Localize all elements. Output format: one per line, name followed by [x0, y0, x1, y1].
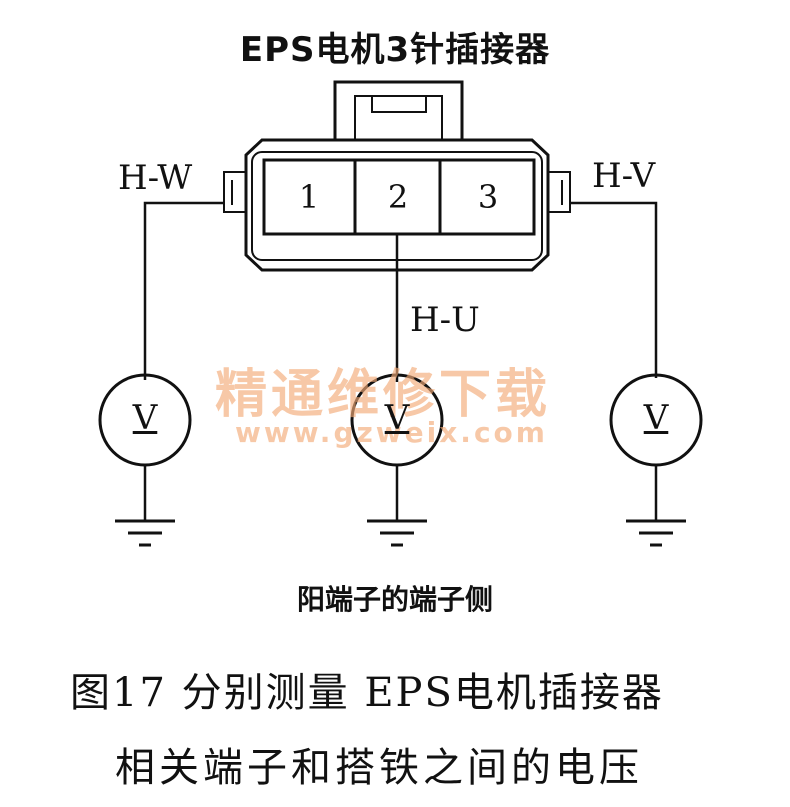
watermark-text: 精通维修下载: [215, 365, 552, 425]
wire-label-h-w: H-W: [118, 158, 193, 198]
pin-1-label: 1: [298, 178, 320, 216]
voltmeter-middle-symbol: V: [384, 398, 410, 438]
terminal-side-caption: 阳端子的端子侧: [296, 583, 493, 616]
ground-symbol-middle: [367, 519, 427, 547]
figure-caption-line1: 图17 分别测量 EPS电机插接器: [70, 670, 664, 716]
wire-h-w: [143, 201, 224, 380]
pin-2-label: 2: [387, 178, 409, 216]
wire-h-v: [570, 201, 658, 378]
right-side-tab: [547, 171, 571, 213]
voltmeter-right-symbol: V: [643, 398, 669, 438]
connector-latch: [333, 80, 464, 140]
left-side-tab: [223, 171, 247, 213]
connector-cavity: [262, 158, 536, 236]
ground-symbol-left: [115, 519, 175, 547]
figure-caption-line2: 相关端子和搭铁之间的电压: [115, 745, 643, 791]
voltmeter-left-symbol: V: [132, 398, 158, 438]
pin-3-label: 3: [477, 178, 499, 216]
ground-symbol-right: [626, 519, 686, 547]
wire-label-h-v: H-V: [592, 156, 656, 196]
wire-label-h-u: H-U: [410, 300, 480, 340]
diagram-title: EPS电机3针插接器: [239, 30, 551, 70]
latch-window: [371, 95, 427, 113]
watermark-url: www.gzweix.com: [235, 416, 548, 449]
